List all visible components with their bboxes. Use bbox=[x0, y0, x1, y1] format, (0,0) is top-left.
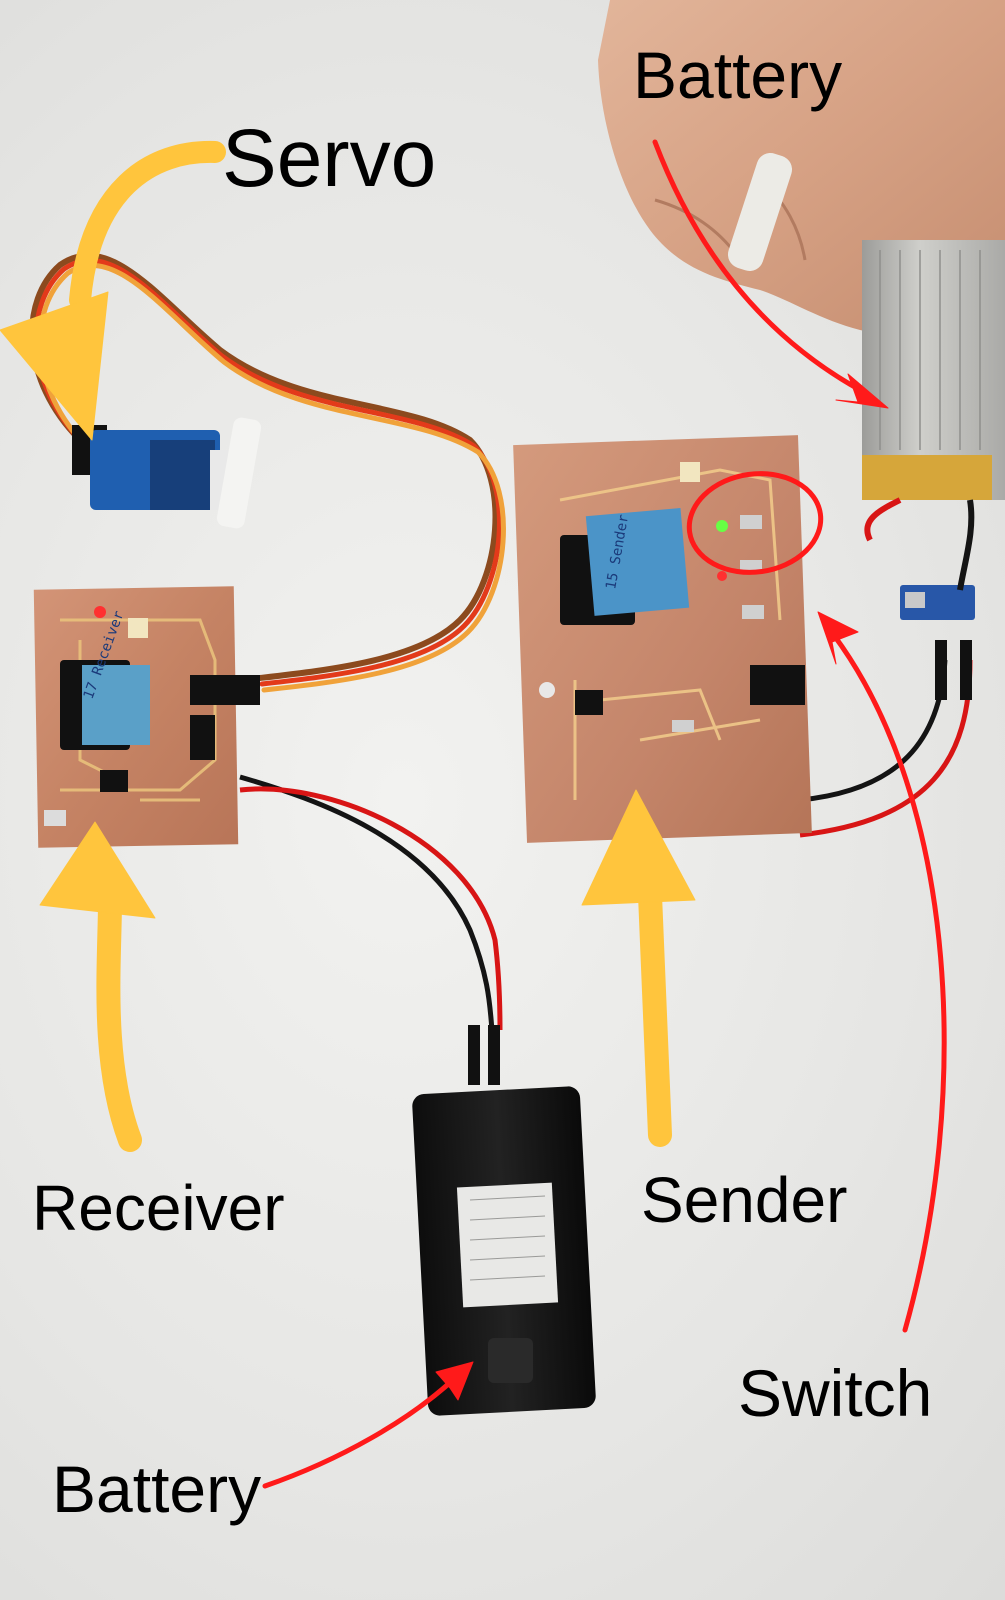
red-arrows bbox=[262, 139, 947, 1489]
receiver-label: Receiver bbox=[32, 1172, 285, 1244]
lipo-battery bbox=[862, 240, 1005, 620]
servo-cable bbox=[29, 252, 506, 693]
receiver-board bbox=[33, 586, 260, 848]
receiver-power-wires bbox=[239, 774, 503, 1085]
sender-label: Sender bbox=[641, 1164, 848, 1236]
sender-board bbox=[513, 435, 812, 843]
sender-power-wires bbox=[799, 640, 973, 838]
servo-motor bbox=[72, 417, 262, 529]
battery-bottom-label: Battery bbox=[52, 1452, 262, 1526]
battery-top-label: Battery bbox=[633, 38, 843, 112]
yellow-arrows bbox=[0, 140, 696, 1152]
servo-label: Servo bbox=[222, 113, 437, 204]
black-battery bbox=[412, 1086, 596, 1416]
switch-label: Switch bbox=[738, 1356, 933, 1430]
